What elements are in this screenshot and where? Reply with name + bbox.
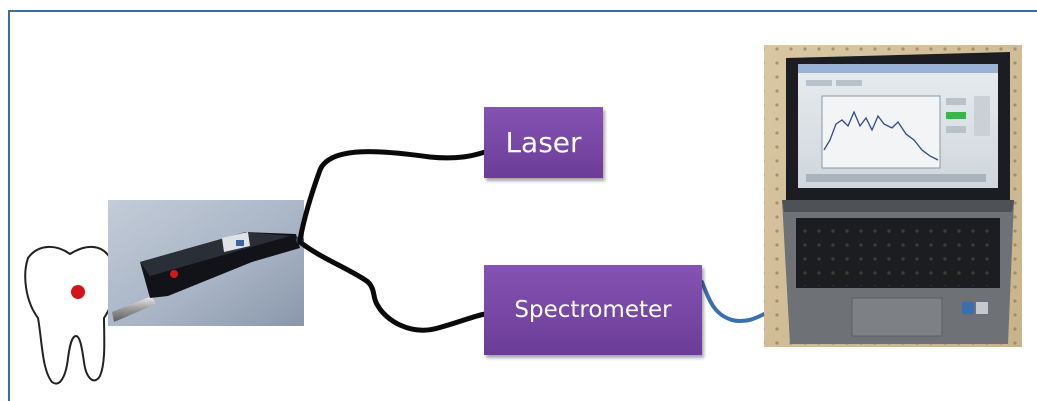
laptop-photo [764,45,1022,347]
red-spot-marker [71,285,85,299]
fiber-optic-probe-photo [108,200,304,326]
fiber-to-laser-line [297,149,488,243]
laser-label: Laser [505,126,582,159]
cable-to-laptop-line [700,280,774,323]
laptop-spectrum-trace [823,110,939,161]
spectrometer-label: Spectrometer [514,297,672,323]
fiber-to-spectrometer-line [297,239,488,333]
probe-led-icon [170,270,178,278]
laser-node: Laser [484,107,603,178]
spectrometer-node: Spectrometer [484,265,702,355]
laptop-touchpad [851,297,943,337]
tooth-icon [24,246,117,385]
diagram-frame [8,10,1037,401]
